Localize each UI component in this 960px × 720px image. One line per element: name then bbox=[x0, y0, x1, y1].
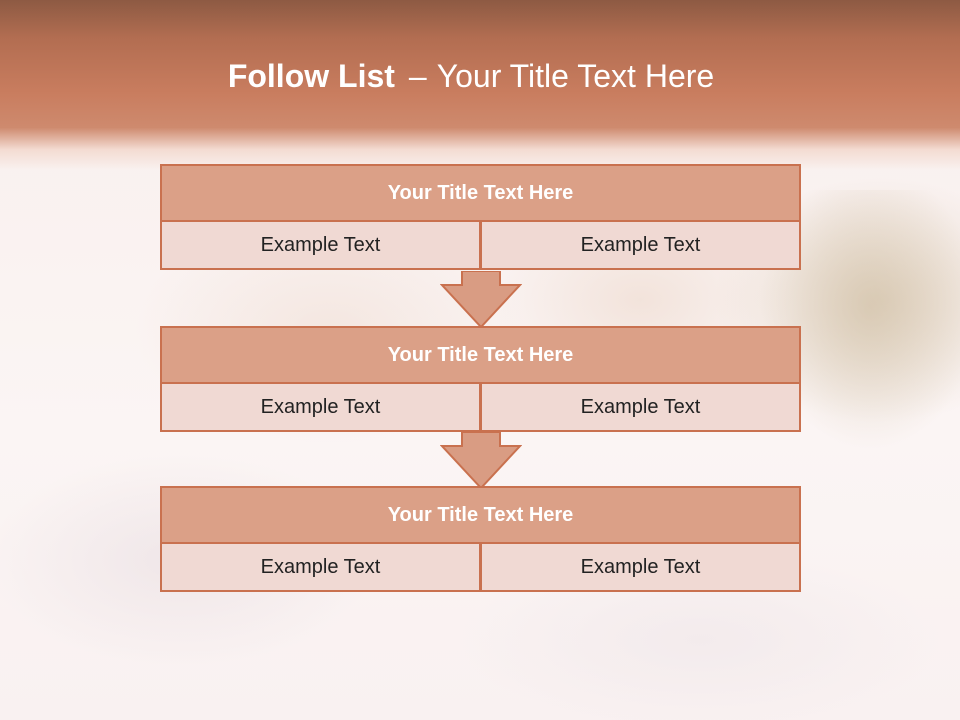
title-dash: – bbox=[408, 58, 427, 94]
block-cell-left: Example Text bbox=[160, 220, 481, 270]
block-cell-left: Example Text bbox=[160, 542, 481, 592]
title-banner: Follow List–Your Title Text Here bbox=[0, 0, 960, 170]
block-title: Your Title Text Here bbox=[160, 164, 801, 222]
block-cell-left: Example Text bbox=[160, 382, 481, 432]
down-arrow-icon bbox=[440, 271, 522, 329]
block-cell-right: Example Text bbox=[480, 220, 801, 270]
list-block-2: Your Title Text Here Example Text Exampl… bbox=[160, 326, 801, 434]
slide-title: Follow List–Your Title Text Here bbox=[0, 56, 942, 96]
block-title: Your Title Text Here bbox=[160, 326, 801, 384]
list-block-3: Your Title Text Here Example Text Exampl… bbox=[160, 486, 801, 594]
title-rest: Your Title Text Here bbox=[436, 58, 715, 94]
block-cell-right: Example Text bbox=[480, 382, 801, 432]
list-block-1: Your Title Text Here Example Text Exampl… bbox=[160, 164, 801, 272]
down-arrow-icon bbox=[440, 432, 522, 490]
title-strong: Follow List bbox=[227, 58, 395, 94]
block-cell-right: Example Text bbox=[480, 542, 801, 592]
block-title: Your Title Text Here bbox=[160, 486, 801, 544]
